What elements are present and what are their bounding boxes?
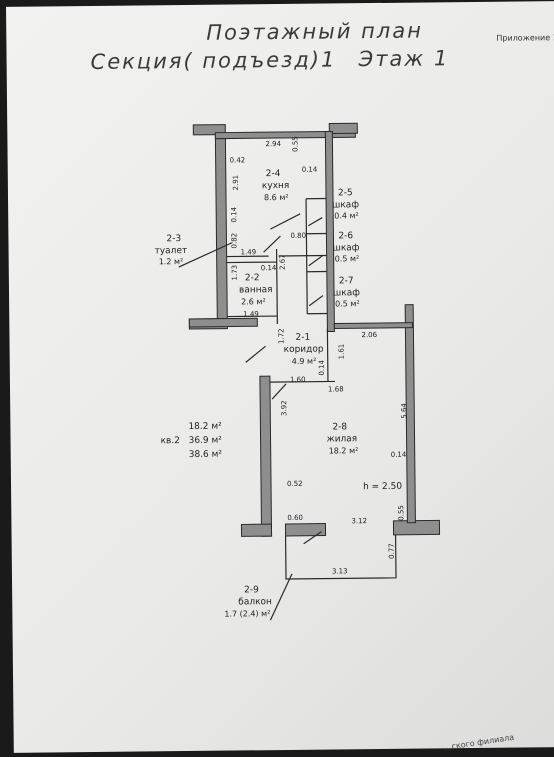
room-code: 2-6 (338, 231, 353, 241)
dimension: 0.55 (397, 505, 405, 521)
floor-plan-drawing: 2-4 кухня 8.6 м² 2-5 шкаф 0.4 м² 2-6 шка… (6, 1, 554, 753)
dimension: 0.77 (388, 543, 396, 559)
apartment-label: кв.2 (161, 436, 180, 446)
dimension: 3.12 (351, 517, 367, 525)
dimension: 1.49 (243, 310, 259, 318)
total-with-balcony: 38.6 м² (189, 450, 223, 460)
room-area: 0.5 м² (335, 254, 360, 263)
dimension: 0.14 (302, 166, 318, 174)
room-name: шкаф (332, 200, 359, 210)
room-2-5: 2-5 шкаф 0.4 м² (332, 188, 360, 220)
room-name: кухня (262, 181, 289, 191)
dimension: 0.14 (261, 264, 277, 272)
room-code: 2-3 (166, 234, 181, 244)
room-name: балкон (238, 597, 272, 607)
dimension: 1.60 (290, 376, 306, 384)
room-name: ванная (239, 285, 273, 295)
dimension: 1.73 (231, 265, 239, 281)
room-name: шкаф (333, 288, 360, 298)
room-code: 2-1 (295, 333, 310, 343)
dimension: 1.68 (328, 385, 344, 393)
ceiling-height: h = 2.50 (363, 482, 402, 492)
room-code: 2-4 (266, 169, 281, 179)
dimension: 3.13 (332, 567, 348, 575)
room-name: шкаф (333, 243, 360, 253)
room-area: 1.7 (2.4) м² (224, 609, 270, 618)
room-code: 2-2 (245, 273, 260, 283)
dimension: 1.49 (241, 248, 257, 256)
dimension: 3.92 (280, 400, 288, 416)
dimension: 0.55 (291, 136, 299, 152)
dimension: 5.64 (400, 403, 408, 419)
dimension: 1.72 (277, 328, 285, 344)
dimension: 0.60 (287, 514, 303, 522)
dimension: 0.80 (290, 232, 306, 240)
room-2-9: 2-9 балкон 1.7 (2.4) м² (224, 585, 272, 618)
dimension: 0.82 (230, 233, 238, 249)
floor-plan-sheet: Поэтажный план Секция( подъезд)1 Этаж 1 … (6, 1, 554, 753)
room-name: коридор (284, 345, 324, 355)
dimension-labels: 2.94 0.55 0.42 2.91 0.14 0.14 0.80 0.82 … (229, 135, 410, 576)
room-2-8: 2-8 жилая 18.2 м² (326, 422, 358, 455)
room-name: туалет (155, 246, 188, 256)
room-area: 0.4 м² (334, 211, 359, 220)
room-area: 1.2 м² (159, 257, 184, 266)
dimension: 1.61 (338, 344, 346, 360)
dimension: 2.94 (265, 140, 281, 148)
room-code: 2-7 (339, 276, 354, 286)
room-2-6: 2-6 шкаф 0.5 м² (332, 231, 360, 263)
total-area: 36.9 м² (189, 436, 223, 446)
room-2-4: 2-4 кухня 8.6 м² (262, 169, 290, 202)
dimension: 0.52 (287, 480, 303, 488)
room-area: 2.6 м² (241, 297, 266, 306)
room-2-2: 2-2 ванная 2.6 м² (239, 273, 273, 306)
dimension: 0.42 (230, 156, 246, 164)
dimension: 2.67 (279, 254, 287, 270)
dimension: 0.14 (318, 359, 326, 375)
room-name: жилая (327, 434, 358, 444)
room-area: 8.6 м² (264, 193, 289, 202)
room-area: 0.5 м² (335, 299, 360, 308)
room-code: 2-5 (338, 188, 353, 198)
room-code: 2-8 (332, 422, 347, 432)
dimension: 0.14 (391, 451, 407, 459)
room-2-7: 2-7 шкаф 0.5 м² (333, 276, 361, 308)
room-area: 18.2 м² (329, 446, 359, 455)
room-area: 4.9 м² (292, 357, 317, 366)
dimension: 2.06 (361, 331, 377, 339)
living-area: 18.2 м² (188, 422, 222, 432)
dimension: 0.14 (230, 206, 238, 222)
room-2-3: 2-3 туалет 1.2 м² (154, 234, 187, 266)
walls (187, 122, 439, 537)
apartment-summary: 18.2 м² кв.2 36.9 м² 38.6 м² (160, 422, 222, 461)
dimension: 2.91 (232, 175, 240, 191)
room-code: 2-9 (244, 585, 259, 595)
